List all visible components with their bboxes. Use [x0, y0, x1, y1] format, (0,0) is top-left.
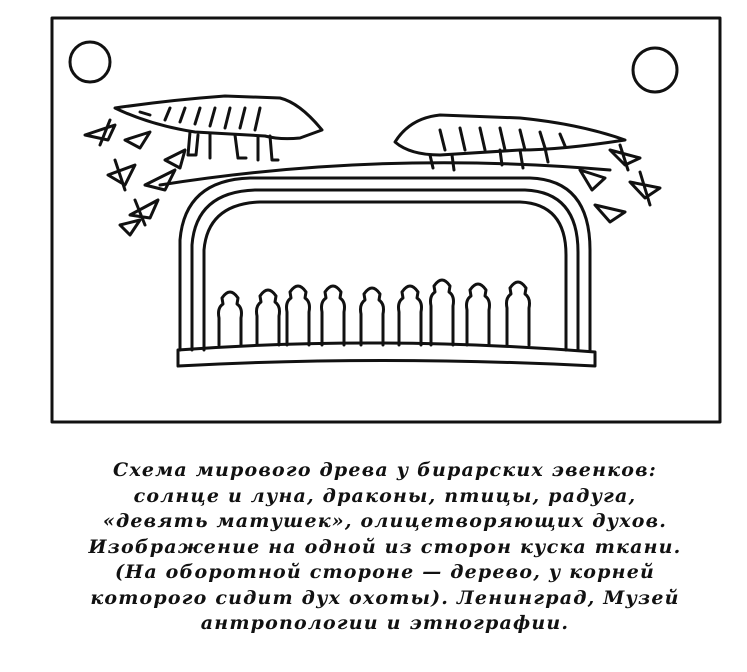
bird-icon [83, 118, 662, 237]
moon-icon [631, 46, 679, 94]
mother-figure [429, 278, 455, 347]
mother-figure [320, 284, 346, 347]
mother-figure [465, 282, 491, 347]
caption-line: антропологии и этнографии. [200, 612, 570, 634]
caption-line: солнце и луна, драконы, птицы, радуга, [133, 484, 637, 507]
mother-figure [285, 284, 311, 347]
rainbow-arch [158, 161, 612, 368]
caption-line: (На оборотной стороне — дерево, у корней [114, 561, 656, 583]
caption-line: Изображение на одной из сторон куска тка… [88, 535, 682, 558]
mother-figure [255, 288, 281, 347]
sun-icon [68, 40, 112, 84]
caption-line: которого сидит дух охоты). Ленинград, Му… [90, 586, 680, 609]
mother-figure [505, 280, 531, 347]
dragon-icon [113, 94, 324, 162]
mother-figure [359, 286, 385, 347]
frame [50, 16, 722, 424]
nine-mothers-figures [217, 278, 531, 347]
world-tree-illustration [50, 16, 722, 424]
mother-figure [217, 290, 243, 347]
figure-caption: Схема мирового древа у бирарских эвенков… [0, 458, 747, 637]
caption-line: Схема мирового древа у бирарских эвенков… [113, 459, 657, 481]
mother-figure [397, 284, 423, 347]
caption-line: «девять матушек», олицетворяющих духов. [102, 510, 668, 532]
